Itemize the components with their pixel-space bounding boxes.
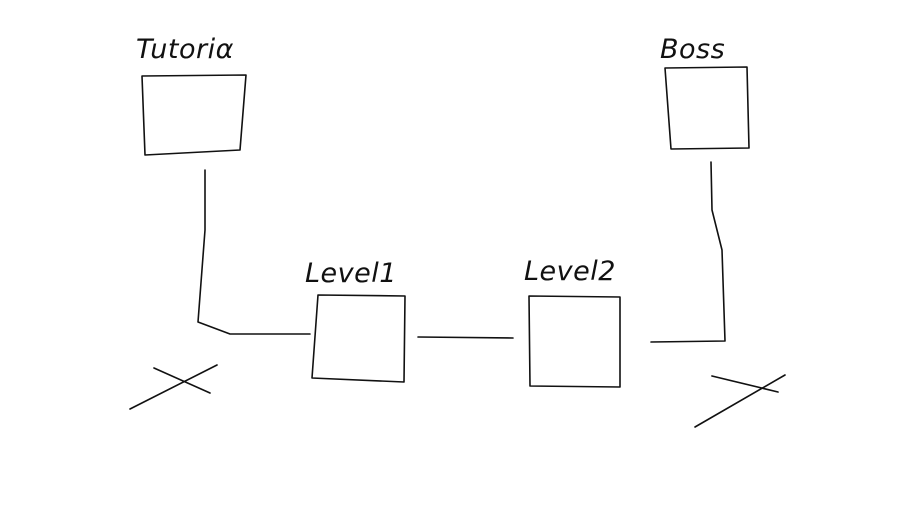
node-box-boss (664, 66, 750, 150)
node-box-level2 (528, 295, 621, 388)
node-label-level2: Level2 (524, 256, 616, 287)
edge-level1-level2 (417, 336, 514, 339)
node-box-tutorial (141, 74, 247, 156)
node-level1: Level1 (305, 258, 406, 383)
node-label-tutorial: Tutoriα (136, 34, 234, 65)
node-box-level1 (311, 294, 406, 383)
edge-level2-boss (650, 161, 726, 343)
node-level2: Level2 (524, 256, 621, 388)
node-tutorial: Tutoriα (136, 34, 247, 156)
node-label-boss: Boss (660, 34, 725, 65)
node-boss: Boss (660, 34, 750, 150)
edge-tutorial-level1 (197, 169, 311, 335)
node-label-level1: Level1 (305, 258, 397, 289)
cross-mark-left (129, 364, 218, 410)
cross-mark-right (694, 374, 786, 428)
